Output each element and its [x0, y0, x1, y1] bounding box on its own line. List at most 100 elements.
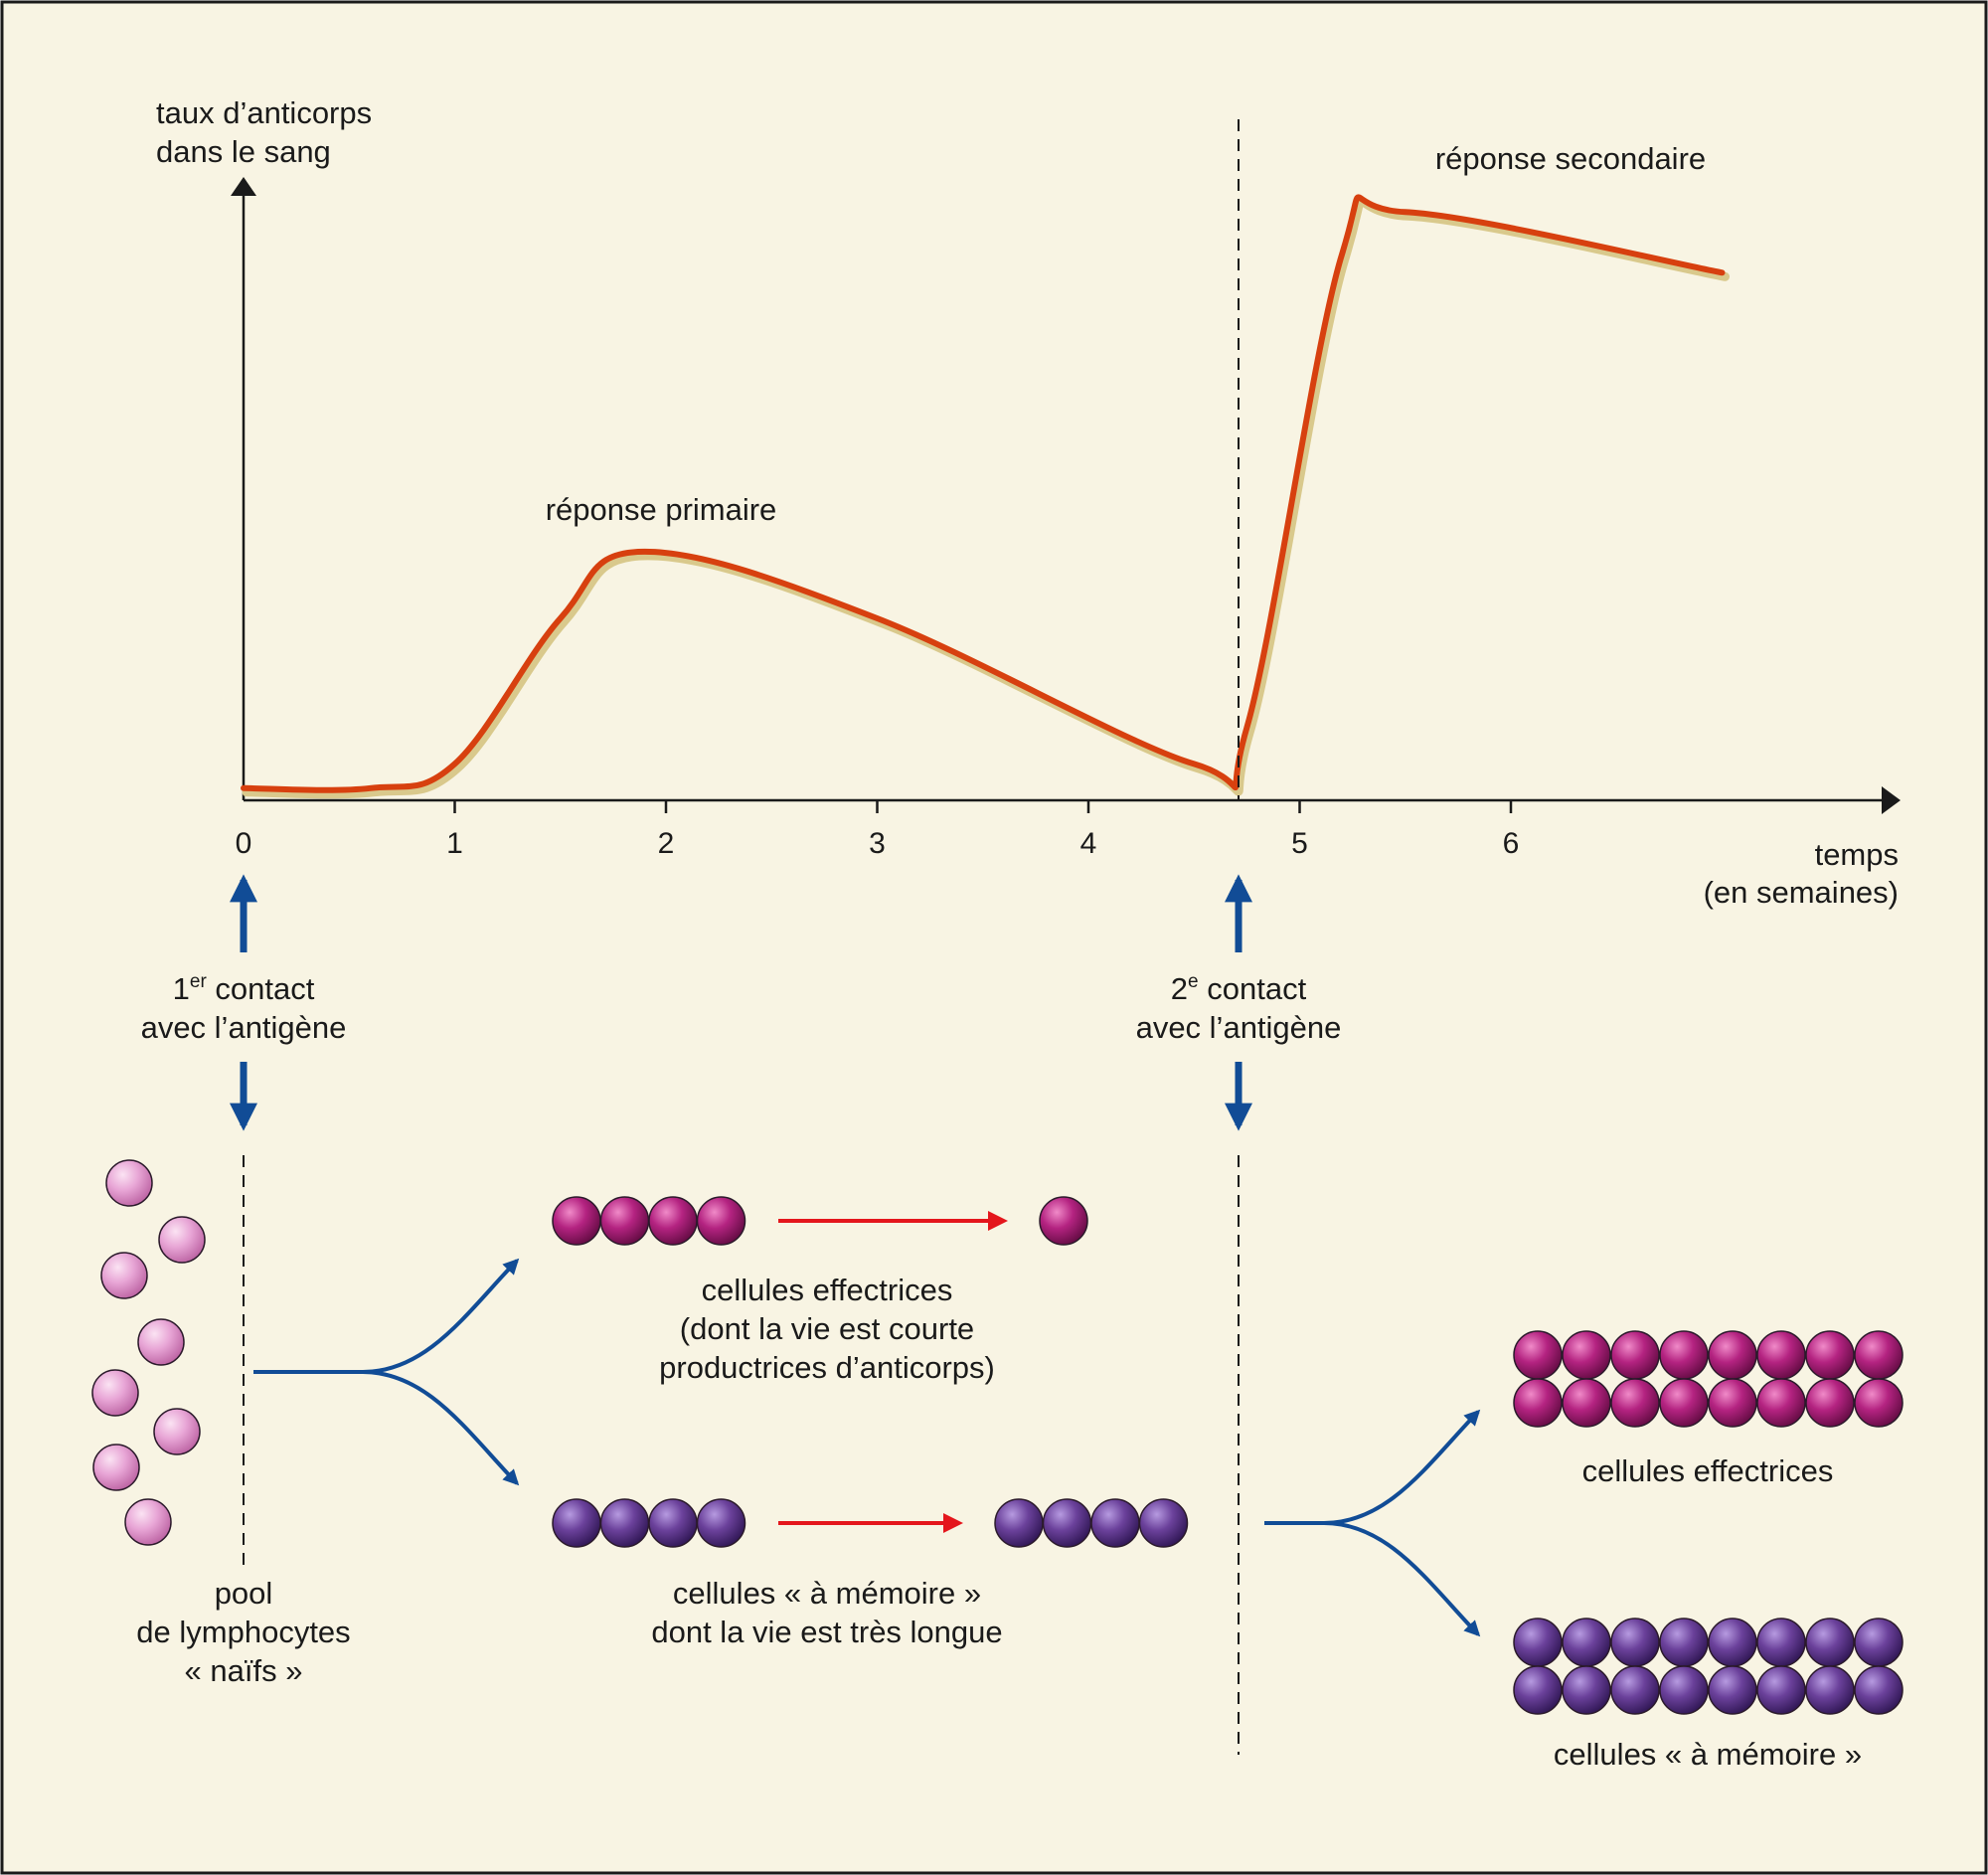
naive-lymphocyte-pool	[91, 1159, 206, 1546]
naive-pool-label-line1: pool	[215, 1576, 273, 1611]
memory-cells-persisting	[994, 1498, 1189, 1548]
effector-cell	[1659, 1378, 1709, 1428]
first-contact-marker: 1er contact avec l’antigène	[141, 874, 347, 1573]
x-axis-label-line1: temps	[1815, 837, 1899, 872]
secondary-upper-branch-arrow	[1323, 1409, 1481, 1525]
naive-lymphocyte	[158, 1216, 206, 1264]
effector-secondary-label: cellules effectrices	[1582, 1453, 1834, 1488]
memory-cell	[1562, 1618, 1611, 1667]
memory-cell	[648, 1498, 698, 1548]
effector-cell	[1659, 1330, 1709, 1380]
memory-cell	[1854, 1665, 1904, 1715]
first-contact-number: 1	[173, 971, 190, 1006]
effector-cells-primary	[552, 1196, 746, 1246]
primary-upper-branch-arrow	[362, 1258, 520, 1374]
memory-cells-secondary	[1513, 1618, 1904, 1715]
memory-cell	[1854, 1618, 1904, 1667]
effector-cell	[1610, 1378, 1660, 1428]
effector-cell	[1610, 1330, 1660, 1380]
secondary-lower-branch-arrow	[1323, 1521, 1481, 1637]
primary-response-label: réponse primaire	[546, 492, 777, 527]
memory-cell	[1708, 1618, 1757, 1667]
effector-cell	[1805, 1330, 1855, 1380]
effector-label-line3: productrices d’anticorps)	[659, 1350, 995, 1385]
effector-cell-remaining	[1039, 1196, 1088, 1246]
memory-cells-primary	[552, 1498, 746, 1548]
memory-cell	[696, 1498, 746, 1548]
effector-cell	[1513, 1330, 1563, 1380]
memory-cell	[1756, 1665, 1806, 1715]
naive-lymphocyte	[124, 1498, 172, 1546]
second-contact-word: contact	[1199, 971, 1307, 1006]
memory-cell	[1756, 1618, 1806, 1667]
second-contact-label-line2: avec l’antigène	[1136, 1010, 1342, 1045]
x-tick-label: 6	[1503, 827, 1520, 860]
effector-cell	[1039, 1196, 1088, 1246]
second-contact-number: 2	[1171, 971, 1188, 1006]
first-contact-label: 1er contact	[173, 971, 315, 1006]
effector-cell	[1513, 1378, 1563, 1428]
effector-cell	[599, 1196, 650, 1246]
naive-lymphocyte	[91, 1369, 139, 1417]
y-axis-arrowhead	[231, 177, 256, 196]
first-contact-word: contact	[207, 971, 315, 1006]
naive-lymphocyte	[153, 1408, 201, 1455]
effector-cell	[1854, 1378, 1904, 1428]
memory-cell	[1042, 1498, 1092, 1548]
effector-cell	[1708, 1378, 1757, 1428]
secondary-differentiation-arrows	[1264, 1409, 1481, 1637]
effector-cell	[1562, 1378, 1611, 1428]
effector-cell	[1756, 1330, 1806, 1380]
first-contact-superscript: er	[190, 971, 208, 992]
effector-cells-secondary	[1513, 1330, 1904, 1428]
effector-cell	[1854, 1330, 1904, 1380]
memory-cell	[1513, 1618, 1563, 1667]
memory-cell	[1805, 1618, 1855, 1667]
x-tick-label: 5	[1291, 827, 1308, 860]
effector-cell	[552, 1196, 601, 1246]
second-contact-superscript: e	[1188, 971, 1199, 992]
memory-label-line1: cellules « à mémoire »	[673, 1576, 981, 1611]
memory-cell	[1805, 1665, 1855, 1715]
x-tick-label: 0	[236, 827, 252, 860]
memory-cell	[1610, 1618, 1660, 1667]
x-axis-arrowhead	[1882, 786, 1901, 814]
first-contact-label-line2: avec l’antigène	[141, 1010, 347, 1045]
memory-secondary-label: cellules « à mémoire »	[1554, 1737, 1862, 1772]
memory-label-line2: dont la vie est très longue	[651, 1615, 1002, 1649]
naive-lymphocyte	[100, 1252, 148, 1299]
second-contact-label: 2e contact	[1171, 971, 1307, 1006]
memory-cell	[552, 1498, 601, 1548]
effector-label-line2: (dont la vie est courte	[680, 1311, 974, 1346]
memory-cell	[1562, 1665, 1611, 1715]
x-tick-label: 2	[658, 827, 675, 860]
memory-cell	[1090, 1498, 1140, 1548]
effector-cell	[648, 1196, 698, 1246]
naive-lymphocyte	[105, 1159, 153, 1207]
memory-cell	[1138, 1498, 1189, 1548]
primary-differentiation-arrows	[253, 1258, 520, 1486]
effector-cell	[696, 1196, 746, 1246]
primary-lower-branch-arrow	[362, 1370, 520, 1486]
effector-cell	[1708, 1330, 1757, 1380]
secondary-response-label: réponse secondaire	[1435, 141, 1706, 176]
antibody-curve	[241, 194, 1726, 793]
effector-cell	[1756, 1378, 1806, 1428]
x-tick-label: 1	[446, 827, 463, 860]
memory-cell	[1659, 1665, 1709, 1715]
effector-label-line1: cellules effectrices	[702, 1273, 953, 1307]
y-axis-label-line2: dans le sang	[156, 134, 331, 169]
naive-pool-label-line2: de lymphocytes	[136, 1615, 350, 1649]
memory-cell	[599, 1498, 650, 1548]
memory-cell	[1513, 1665, 1563, 1715]
naive-pool-label-line3: « naïfs »	[185, 1653, 303, 1688]
naive-lymphocyte	[137, 1318, 185, 1366]
memory-cell	[1659, 1618, 1709, 1667]
memory-cell	[1708, 1665, 1757, 1715]
x-tick-label: 4	[1080, 827, 1097, 860]
